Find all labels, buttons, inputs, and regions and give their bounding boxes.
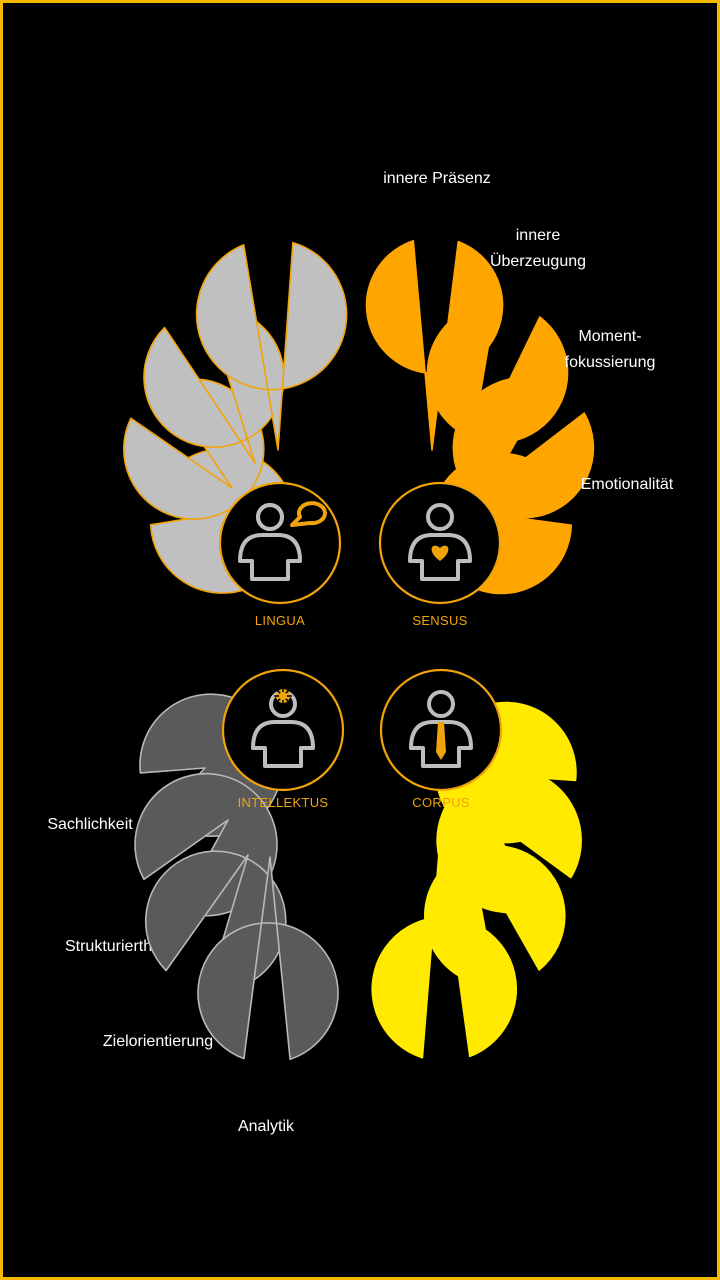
person-icon <box>408 503 472 581</box>
corpus-bubble-label: Erscheinungsbild <box>564 823 686 840</box>
intellektus-center-ring <box>221 668 345 792</box>
sensus-label: SENSUS <box>412 613 467 628</box>
sensus-bubble-label: Moment-fokussierung <box>565 328 656 371</box>
intellektus-center: INTELLEKTUS <box>221 668 345 810</box>
lingua-bubble-label: Stimme <box>65 476 119 493</box>
corpus-label: CORPUS <box>412 795 469 810</box>
corpus-bubble-label: Gestik <box>573 938 619 955</box>
lingua-bubble-group: Stimme Artikulation Beredsamkeit Bildhaftig… <box>61 166 348 594</box>
intellektus-label: INTELLEKTUS <box>238 795 329 810</box>
lingua-bubble-label: Beredsamkeit <box>108 251 206 268</box>
lingua-center-ring <box>218 481 342 605</box>
person-icon <box>409 690 473 768</box>
heart-icon <box>431 545 449 561</box>
intellektus-bubble-label: Strukturiertheit <box>65 938 170 955</box>
speech-bubble-icon <box>290 501 327 527</box>
lightbulb-head-icon <box>274 687 292 705</box>
lingua-center: LINGUA <box>218 481 342 628</box>
lingua-bubble-label: Bildhaftigkeit <box>220 166 311 183</box>
corpus-center: CORPUS <box>379 668 503 810</box>
corpus-bubble-label: Mimik <box>519 1033 562 1050</box>
lingua-bubble-4 <box>195 241 348 451</box>
sensus-bubble-label: innere Präsenz <box>383 170 491 187</box>
corpus-bubble-4 <box>371 839 517 1059</box>
tie-icon <box>436 722 446 760</box>
lingua-label: LINGUA <box>255 613 305 628</box>
intellektus-bubble-label: Zielorientierung <box>103 1033 213 1050</box>
intellektus-bubble-group: SachlichkeitStrukturiertheitZielorientie… <box>47 693 339 1135</box>
intellektus-bubble-label: Analytik <box>238 1118 295 1135</box>
intellektus-bubble-label: Sachlichkeit <box>47 816 133 833</box>
intellektus-bubble-4 <box>197 856 339 1061</box>
person-icon <box>238 503 302 581</box>
lingua-bubble-label: Artikulation <box>61 348 140 365</box>
sensus-bubble-label: Emotionalität <box>581 476 674 493</box>
corpus-bubble-label: räumliche Präsenz <box>382 1118 515 1135</box>
sensus-center: SENSUS <box>378 481 502 628</box>
sensus-center-ring <box>378 481 502 605</box>
